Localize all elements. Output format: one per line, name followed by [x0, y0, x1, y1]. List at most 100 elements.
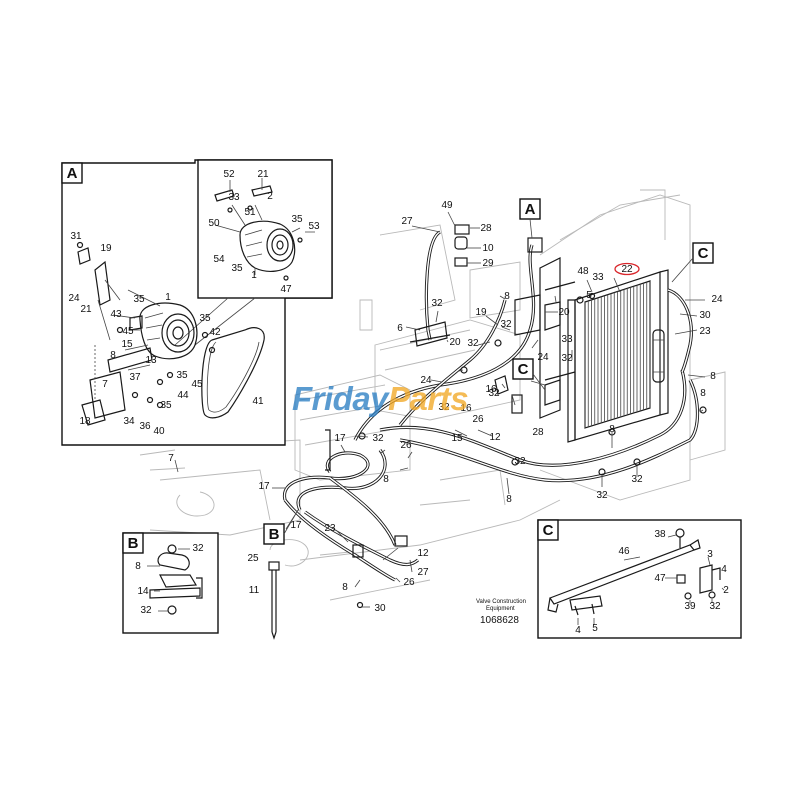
callout-17: 17 [258, 481, 270, 492]
detail-tag-c-main-mid: C [512, 358, 546, 391]
fittings [325, 224, 707, 609]
callout-23: 23 [324, 523, 336, 534]
svg-text:C: C [543, 522, 554, 539]
callout-35: 35 [231, 263, 243, 274]
callout-32: 32 [631, 474, 643, 485]
footer-company-line-1: Valve Construction [476, 599, 526, 605]
watermark-logo: FridayParts [292, 380, 469, 418]
callout-47: 47 [280, 284, 292, 295]
callout-31: 31 [70, 231, 82, 242]
svg-text:C: C [698, 245, 709, 262]
callout-8: 8 [504, 291, 510, 302]
callout-26: 26 [472, 414, 484, 425]
callout-48: 48 [577, 266, 589, 277]
leader-lines [174, 211, 706, 608]
compressor [129, 302, 198, 360]
svg-text:B: B [269, 526, 280, 543]
callout-16: 16 [460, 403, 472, 414]
callout-20: 20 [558, 307, 570, 318]
callout-2: 2 [723, 585, 729, 596]
callout-42: 42 [209, 327, 221, 338]
callout-46: 46 [618, 546, 630, 557]
callout-6: 6 [397, 323, 403, 334]
callout-22: 22 [621, 264, 633, 275]
callout-15: 15 [451, 433, 463, 444]
detail-a-panel [61, 159, 333, 446]
callout-29: 29 [482, 258, 494, 269]
callout-16: 16 [485, 384, 497, 395]
svg-text:A: A [67, 165, 78, 182]
callout-54: 54 [213, 254, 225, 265]
callout-32: 32 [561, 353, 573, 364]
callout-51: 51 [244, 207, 256, 218]
watermark-part-1: Friday [292, 380, 389, 417]
callout-8: 8 [609, 424, 615, 435]
callout-40: 40 [153, 426, 165, 437]
callout-1: 1 [165, 292, 171, 303]
callout-35: 35 [199, 313, 211, 324]
callout-35: 35 [133, 294, 145, 305]
callout-25: 25 [247, 553, 259, 564]
callout-33: 33 [561, 334, 573, 345]
callout-4: 4 [721, 564, 727, 575]
callout-12: 12 [489, 432, 501, 443]
callout-20: 20 [449, 337, 461, 348]
callout-13: 13 [145, 355, 157, 366]
callout-32: 32 [140, 605, 152, 616]
callout-7: 7 [168, 453, 174, 464]
callout-5: 5 [592, 623, 598, 634]
callout-24: 24 [537, 352, 549, 363]
svg-text:B: B [128, 535, 139, 552]
callout-19: 19 [475, 307, 487, 318]
callout-36: 36 [139, 421, 151, 432]
detail-tag-c-main-top: C [671, 242, 714, 283]
callout-8: 8 [700, 388, 706, 399]
callout-17: 17 [334, 433, 346, 444]
detail-tag-c-panel: C [537, 519, 559, 541]
detail-c-panel [537, 519, 742, 639]
radiator-core [539, 257, 576, 419]
callout-53: 53 [308, 221, 320, 232]
callout-14: 14 [137, 586, 149, 597]
strut-11 [268, 561, 280, 640]
callout-32: 32 [438, 402, 450, 413]
machine-frame-outline [139, 189, 726, 601]
condenser-core [567, 269, 669, 443]
callout-18: 18 [79, 416, 91, 427]
highlight-ring-22 [614, 262, 640, 276]
callout-33: 33 [228, 192, 240, 203]
callout-35: 35 [160, 400, 172, 411]
callout-28: 28 [480, 223, 492, 234]
callout-52: 52 [223, 169, 235, 180]
callout-24: 24 [420, 375, 432, 386]
callout-32: 32 [372, 433, 384, 444]
svg-text:A: A [525, 201, 536, 218]
callout-11: 11 [249, 585, 260, 596]
callout-50: 50 [208, 218, 220, 229]
drive-belt [201, 327, 265, 419]
receiver-dryer [652, 329, 665, 383]
callout-41: 41 [252, 396, 264, 407]
callout-21: 21 [257, 169, 269, 180]
callout-8: 8 [342, 582, 348, 593]
callout-44: 44 [177, 390, 189, 401]
callout-35: 35 [176, 370, 188, 381]
callout-2: 2 [267, 191, 273, 202]
callout-34: 34 [123, 416, 135, 427]
svg-text:C: C [518, 361, 529, 378]
callout-12: 12 [417, 548, 429, 559]
callout-32: 32 [488, 388, 500, 399]
refrigerant-hoses [282, 230, 700, 582]
callout-8: 8 [110, 350, 116, 361]
callout-15: 15 [121, 339, 133, 350]
callout-32: 32 [192, 543, 204, 554]
callout-35: 35 [291, 214, 303, 225]
callout-30: 30 [374, 603, 386, 614]
footer-drawing-number: 1068628 [480, 615, 519, 626]
detail-tag-a-panel: A [61, 162, 83, 184]
callout-27: 27 [401, 216, 413, 227]
callout-28: 28 [532, 427, 544, 438]
